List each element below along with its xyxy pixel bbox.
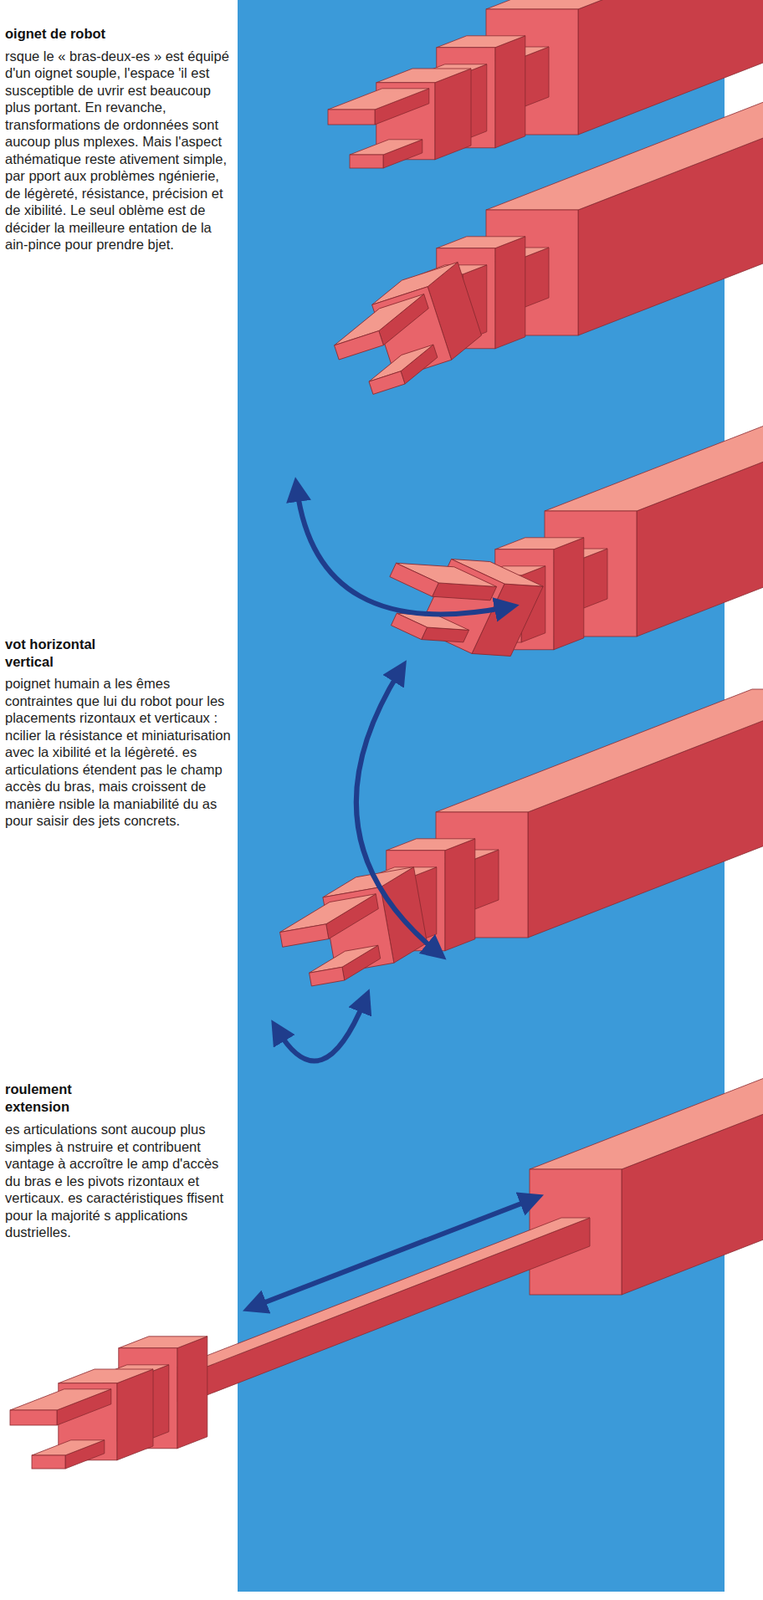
segment-top — [486, 0, 763, 10]
gripper — [327, 68, 472, 169]
caption-heading: vot horizontal vertical — [5, 635, 104, 671]
segment-top — [544, 388, 763, 512]
arm-segment — [363, 344, 442, 395]
segment-top — [376, 68, 472, 83]
arm-segment — [529, 1046, 763, 1296]
segment-top — [486, 87, 763, 210]
segment-side — [553, 537, 584, 651]
segment-side — [495, 236, 526, 349]
caption-column: oignet de robot rsque le « bras-deux-es »… — [0, 0, 238, 1600]
segment-side — [435, 68, 472, 160]
arm-segment — [486, 87, 763, 336]
segment-top — [58, 1369, 154, 1384]
robot-arm — [371, 388, 763, 677]
arm-segment — [389, 543, 497, 620]
segment-front — [389, 563, 439, 597]
segment-side — [445, 839, 476, 952]
caption-text: rsque le « bras-deux-es » est équipé d'u… — [5, 47, 233, 254]
segment-top — [276, 894, 379, 933]
caption-text: es articulations sont aucoup plus simple… — [5, 1121, 233, 1242]
segment-side — [117, 1369, 154, 1461]
segment-top — [162, 1218, 590, 1374]
segment-top — [436, 35, 526, 48]
segment-top — [118, 1336, 208, 1349]
arm-segment — [435, 689, 763, 938]
segment-top — [436, 236, 526, 249]
gripper — [272, 867, 431, 991]
segment-top — [327, 88, 430, 110]
segment-front — [334, 331, 385, 360]
segment-top — [10, 1389, 112, 1411]
segment-top — [31, 1440, 105, 1456]
arm-segment — [349, 139, 423, 169]
segment-front — [280, 924, 329, 948]
segment-side — [636, 388, 763, 637]
arm-segment — [486, 0, 763, 135]
segment-front — [31, 1455, 66, 1470]
segment-top — [306, 945, 381, 973]
caption-heading: oignet de robot — [5, 25, 215, 43]
robot-arm — [321, 87, 763, 401]
caption-text: poignet humain a les êmes contraintes qu… — [5, 675, 233, 830]
segment-top — [495, 537, 584, 550]
robot-arm — [10, 1046, 763, 1470]
segment-top — [529, 1046, 763, 1170]
arm-segment — [390, 599, 469, 657]
segment-side — [495, 35, 526, 149]
extension-arrow — [254, 1199, 533, 1307]
arm-segment — [10, 1389, 112, 1426]
gripper — [10, 1369, 154, 1470]
segment-top — [349, 139, 423, 155]
segment-side — [621, 1046, 763, 1296]
segment-front — [349, 154, 384, 169]
gripper — [321, 261, 488, 401]
arm-segment — [327, 88, 430, 125]
arm-segment — [419, 546, 544, 669]
pivot-arrow — [356, 670, 437, 953]
segment-front — [309, 967, 345, 987]
segment-side — [177, 1336, 208, 1450]
robot-arm — [272, 689, 763, 991]
arm-segment — [162, 1218, 590, 1403]
segment-front — [10, 1410, 57, 1426]
segment-side — [190, 1218, 590, 1403]
segment-top — [386, 839, 476, 851]
gripper — [371, 526, 543, 677]
segment-front — [368, 371, 405, 395]
segment-front — [390, 613, 427, 640]
arm-segment — [327, 294, 436, 360]
caption-heading: roulement extension — [5, 1080, 89, 1116]
roll-arrow — [277, 1000, 365, 1062]
segment-top — [435, 689, 763, 813]
segment-front — [327, 109, 375, 125]
motion-arrows — [254, 489, 533, 1307]
arm-segment — [31, 1440, 105, 1470]
pivot-arrow — [297, 489, 507, 615]
arm-segment — [276, 894, 382, 948]
arm-segment — [306, 945, 383, 987]
